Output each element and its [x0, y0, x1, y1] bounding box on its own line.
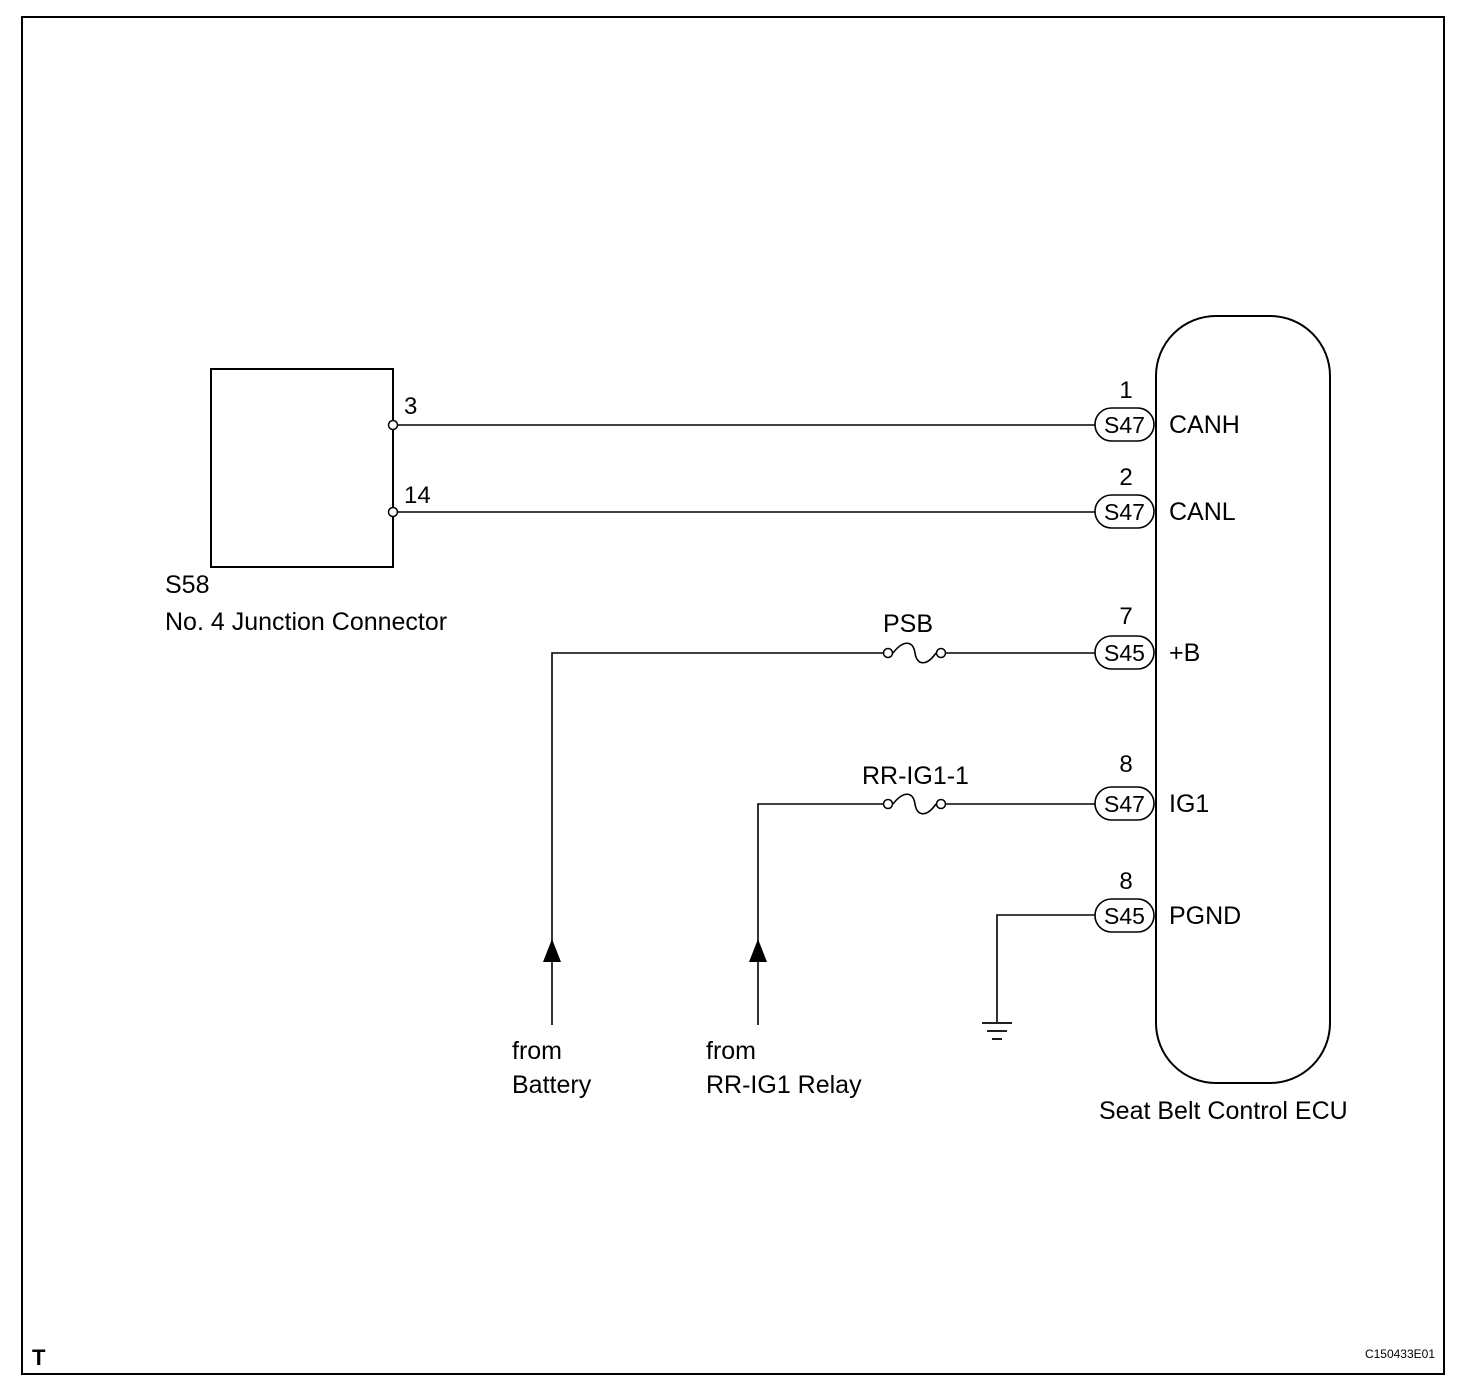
junction-name: No. 4 Junction Connector — [165, 608, 447, 636]
pin-number: 8 — [1119, 751, 1132, 778]
connector-code: S47 — [1104, 412, 1145, 438]
fuse-icon — [882, 642, 947, 664]
signal-name: +B — [1169, 639, 1200, 667]
connector-code: S45 — [1104, 640, 1145, 666]
arrow-up-icon — [543, 939, 561, 962]
pin-number: 8 — [1119, 868, 1132, 895]
ecu-terminal-canl: S47 2 CANL — [1094, 464, 1236, 529]
fuse-psb-label: PSB — [883, 610, 933, 638]
junction-code: S58 — [165, 571, 209, 599]
fuse-icon — [882, 793, 947, 815]
connector-code: S45 — [1104, 903, 1145, 929]
source-battery-from: from — [512, 1037, 562, 1065]
ecu-name: Seat Belt Control ECU — [1099, 1097, 1348, 1125]
ecu-terminal-ig1: S47 8 IG1 — [1094, 751, 1209, 821]
junction-pin-14: 14 — [404, 482, 431, 509]
wire-pgnd — [996, 914, 1095, 1022]
connector-pill — [1094, 786, 1155, 821]
wire-plus-b — [551, 652, 1095, 1025]
connector-code: S47 — [1104, 499, 1145, 525]
junction-pin-3: 3 — [404, 393, 417, 420]
source-battery-name: Battery — [512, 1071, 592, 1099]
wire-canh — [387, 419, 1095, 431]
connector-pill — [1094, 898, 1155, 933]
junction-connector-box — [210, 368, 394, 568]
ecu-terminal-plus-b: S45 7 +B — [1094, 603, 1200, 670]
pin-number: 7 — [1119, 603, 1132, 630]
signal-name: PGND — [1169, 902, 1241, 930]
arrow-up-icon — [749, 939, 767, 962]
figure-code: C150433E01 — [1365, 1347, 1435, 1361]
signal-name: CANH — [1169, 411, 1240, 439]
junction-terminal — [387, 419, 399, 431]
connector-pill — [1094, 494, 1155, 529]
source-relay-from: from — [706, 1037, 756, 1065]
signal-name: CANL — [1169, 498, 1236, 526]
source-relay-name: RR-IG1 Relay — [706, 1071, 862, 1099]
signal-name: IG1 — [1169, 790, 1209, 818]
junction-terminal — [387, 506, 399, 518]
connector-code: S47 — [1104, 791, 1145, 817]
connector-pill — [1094, 635, 1155, 670]
fuse-rr-ig1-1-label: RR-IG1-1 — [862, 762, 969, 790]
diagram-frame — [21, 16, 1445, 1375]
pin-number: 2 — [1119, 464, 1132, 491]
wire-canl — [387, 506, 1095, 518]
ecu-terminal-canh: S47 1 CANH — [1094, 377, 1240, 442]
connector-pill — [1094, 407, 1155, 442]
pin-number: 1 — [1119, 377, 1132, 404]
ecu-body — [1155, 315, 1331, 1084]
ecu-terminal-pgnd: S45 8 PGND — [1094, 868, 1241, 933]
footer-left-mark: T — [32, 1345, 46, 1370]
ground-icon — [982, 1022, 1012, 1040]
